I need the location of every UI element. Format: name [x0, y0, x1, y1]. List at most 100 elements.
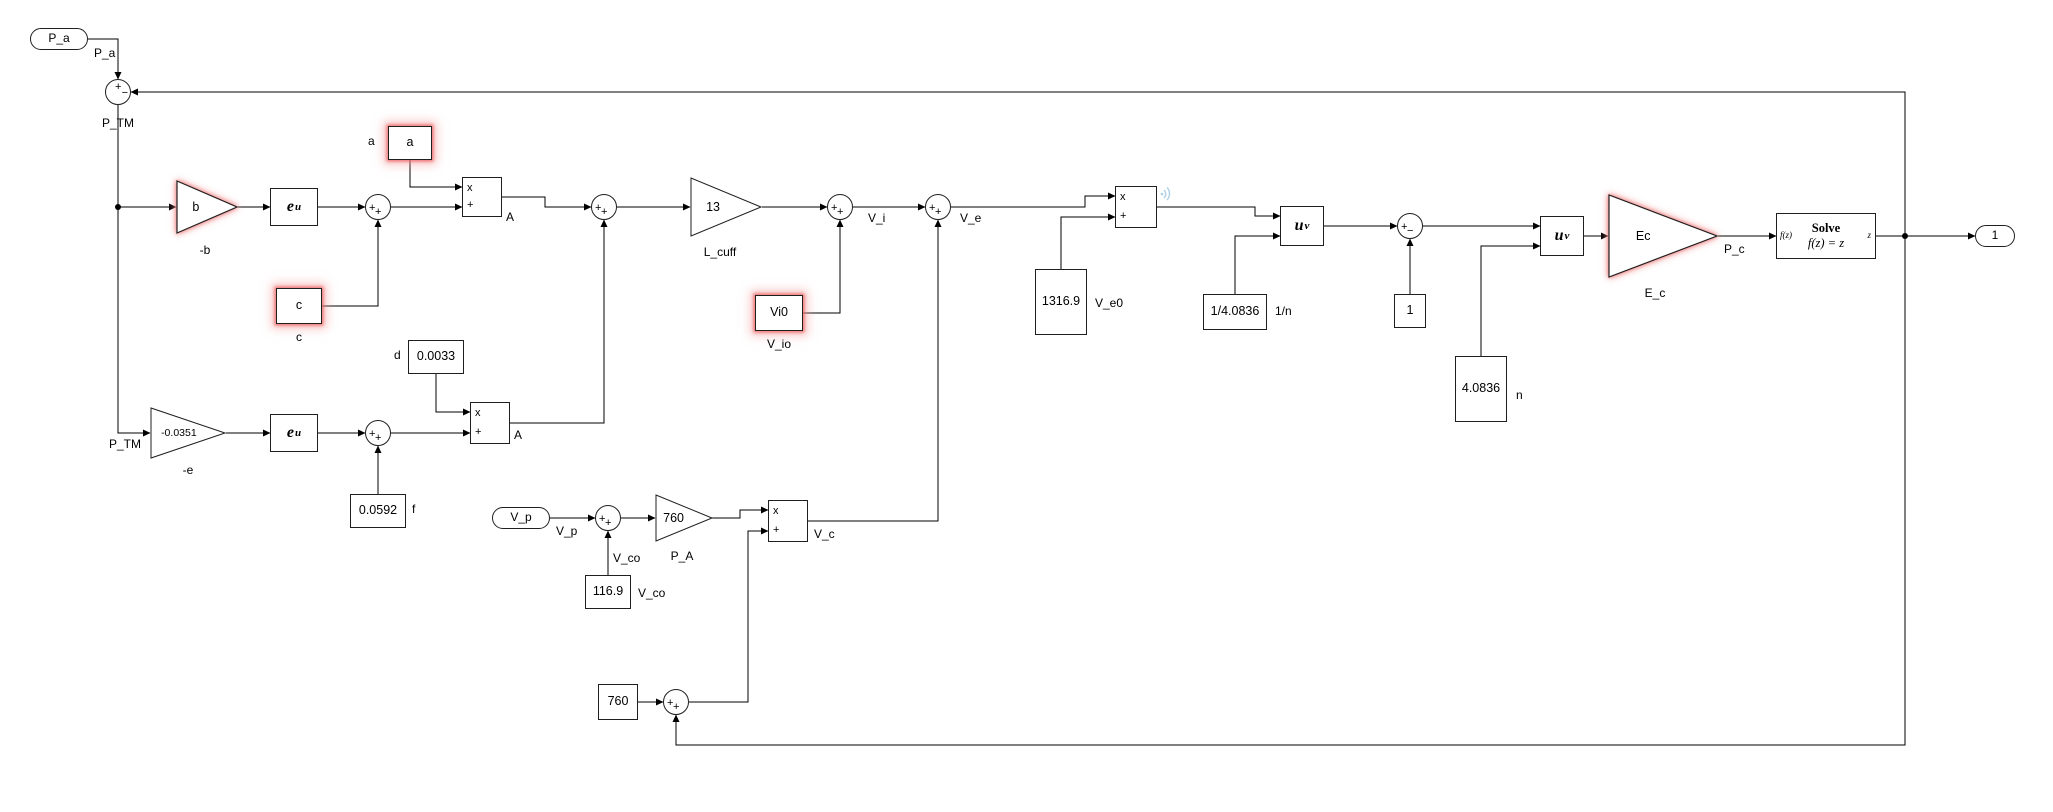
constant-V_e0[interactable]: 1316.9: [1035, 269, 1087, 335]
inport-P_a[interactable]: P_a: [30, 28, 88, 50]
wire[interactable]: [1234, 232, 1281, 294]
exp-sup: u: [294, 426, 302, 439]
plus-sign: +: [599, 513, 606, 525]
gain-Ec[interactable]: Ec: [1608, 194, 1719, 278]
gain-L_cuff[interactable]: 13: [690, 177, 763, 237]
signal-label-A-top: A: [506, 210, 515, 224]
constant-Vi0[interactable]: Vi0: [755, 295, 803, 331]
constant-f-name: f: [412, 502, 416, 516]
sum-AA[interactable]: + +: [591, 194, 617, 220]
branch-dot: [1902, 233, 1908, 239]
constant-n[interactable]: 4.0836: [1455, 356, 1507, 422]
plus-sign: +: [375, 432, 382, 444]
sum-P_TM[interactable]: + −: [105, 79, 131, 105]
wire-feedback-bottom[interactable]: [672, 236, 1906, 746]
times-sign: x: [773, 505, 779, 517]
wire[interactable]: [1060, 213, 1116, 269]
constant-1-over-n-name: 1/n: [1275, 304, 1292, 318]
pow-base: u: [1554, 227, 1564, 245]
constant-760[interactable]: 760: [598, 684, 638, 720]
sum-Vi[interactable]: + +: [827, 194, 853, 220]
constant-V_co[interactable]: 116.9: [585, 575, 631, 609]
plus-sign: +: [673, 701, 680, 713]
constant-Vi0-name: V_io: [766, 337, 792, 351]
sum-760-feedback[interactable]: + +: [663, 689, 689, 715]
solve-title: Solve: [1811, 220, 1841, 235]
product-block-Ve[interactable]: x +: [1115, 186, 1157, 228]
plus-sign: +: [837, 206, 844, 218]
plus-sign: +: [375, 206, 382, 218]
times-sign: x: [1120, 191, 1126, 203]
wire[interactable]: [502, 196, 592, 211]
plus-sign: +: [369, 202, 376, 214]
sum-bc[interactable]: + +: [365, 194, 391, 220]
gain-value: 13: [706, 200, 720, 214]
wire[interactable]: [88, 38, 122, 80]
solve-input-label: f(z): [1780, 230, 1792, 241]
constant-d[interactable]: 0.0033: [408, 340, 464, 374]
wire[interactable]: [117, 105, 151, 437]
wire[interactable]: [712, 506, 769, 519]
exp-sup: u: [294, 200, 302, 213]
gain-L_cuff-name: L_cuff: [703, 245, 737, 259]
constant-f[interactable]: 0.0592: [350, 494, 406, 528]
gain-b[interactable]: b: [176, 180, 239, 234]
constant-c-name: c: [296, 330, 302, 344]
constant-c[interactable]: c: [276, 288, 322, 324]
signal-badge-icon: [1159, 186, 1175, 206]
wire[interactable]: [803, 219, 844, 314]
gain-value: -0.0351: [161, 427, 197, 439]
wire[interactable]: [435, 374, 471, 416]
gain-value: Ec: [1635, 229, 1651, 243]
signal-label-A-low: A: [514, 428, 523, 442]
sum-minus-one[interactable]: + −: [1397, 213, 1423, 239]
constant-a[interactable]: a: [388, 126, 432, 160]
wire[interactable]: [322, 219, 382, 307]
signal-label-V_co: V_co: [613, 551, 641, 565]
times-sign: x: [467, 182, 473, 194]
wire[interactable]: [689, 527, 769, 703]
algebraic-constraint-block[interactable]: f(z) Solve f(z) = z z: [1776, 213, 1876, 259]
gain-P_A[interactable]: 760: [655, 494, 714, 542]
sum-Vp-Vco[interactable]: + +: [595, 505, 621, 531]
signal-label-P_TM-low: P_TM: [108, 437, 141, 451]
product-block-A-top[interactable]: x +: [462, 177, 502, 217]
signal-label-V_e: V_e: [960, 211, 982, 225]
plus-sign: +: [595, 202, 602, 214]
sum-Ve[interactable]: + +: [925, 194, 951, 220]
inport-V_p[interactable]: V_p: [492, 507, 550, 529]
plus-sign: +: [605, 517, 612, 529]
sum-ef[interactable]: + +: [365, 420, 391, 446]
outport-1[interactable]: 1: [1975, 225, 2015, 247]
gain-e-name: -e: [182, 463, 194, 477]
wire[interactable]: [409, 160, 463, 191]
pow-sup: v: [1564, 229, 1570, 242]
constant-1-over-n[interactable]: 1/4.0836: [1203, 294, 1267, 330]
wire[interactable]: [510, 219, 608, 424]
gain-value: 760: [663, 511, 684, 525]
pow-base: u: [1294, 217, 1304, 235]
constant-one[interactable]: 1: [1394, 294, 1426, 328]
plus-sign: +: [929, 202, 936, 214]
signal-label-P_a: P_a: [94, 46, 116, 60]
gain-b-name: -b: [199, 243, 211, 257]
plus-sign: +: [475, 426, 482, 438]
wire[interactable]: [1157, 206, 1281, 220]
gain-value: b: [192, 200, 200, 214]
gain-e[interactable]: -0.0351: [150, 407, 227, 459]
wire[interactable]: [1480, 242, 1541, 356]
product-block-Vc[interactable]: x +: [768, 500, 808, 542]
plus-sign: +: [467, 199, 474, 211]
plus-sign: +: [831, 202, 838, 214]
wire[interactable]: [951, 192, 1116, 208]
wire[interactable]: [808, 219, 942, 522]
wire-feedback-top[interactable]: [130, 88, 1906, 236]
product-block-A-low[interactable]: x +: [470, 402, 510, 444]
plus-sign: +: [1401, 221, 1408, 233]
